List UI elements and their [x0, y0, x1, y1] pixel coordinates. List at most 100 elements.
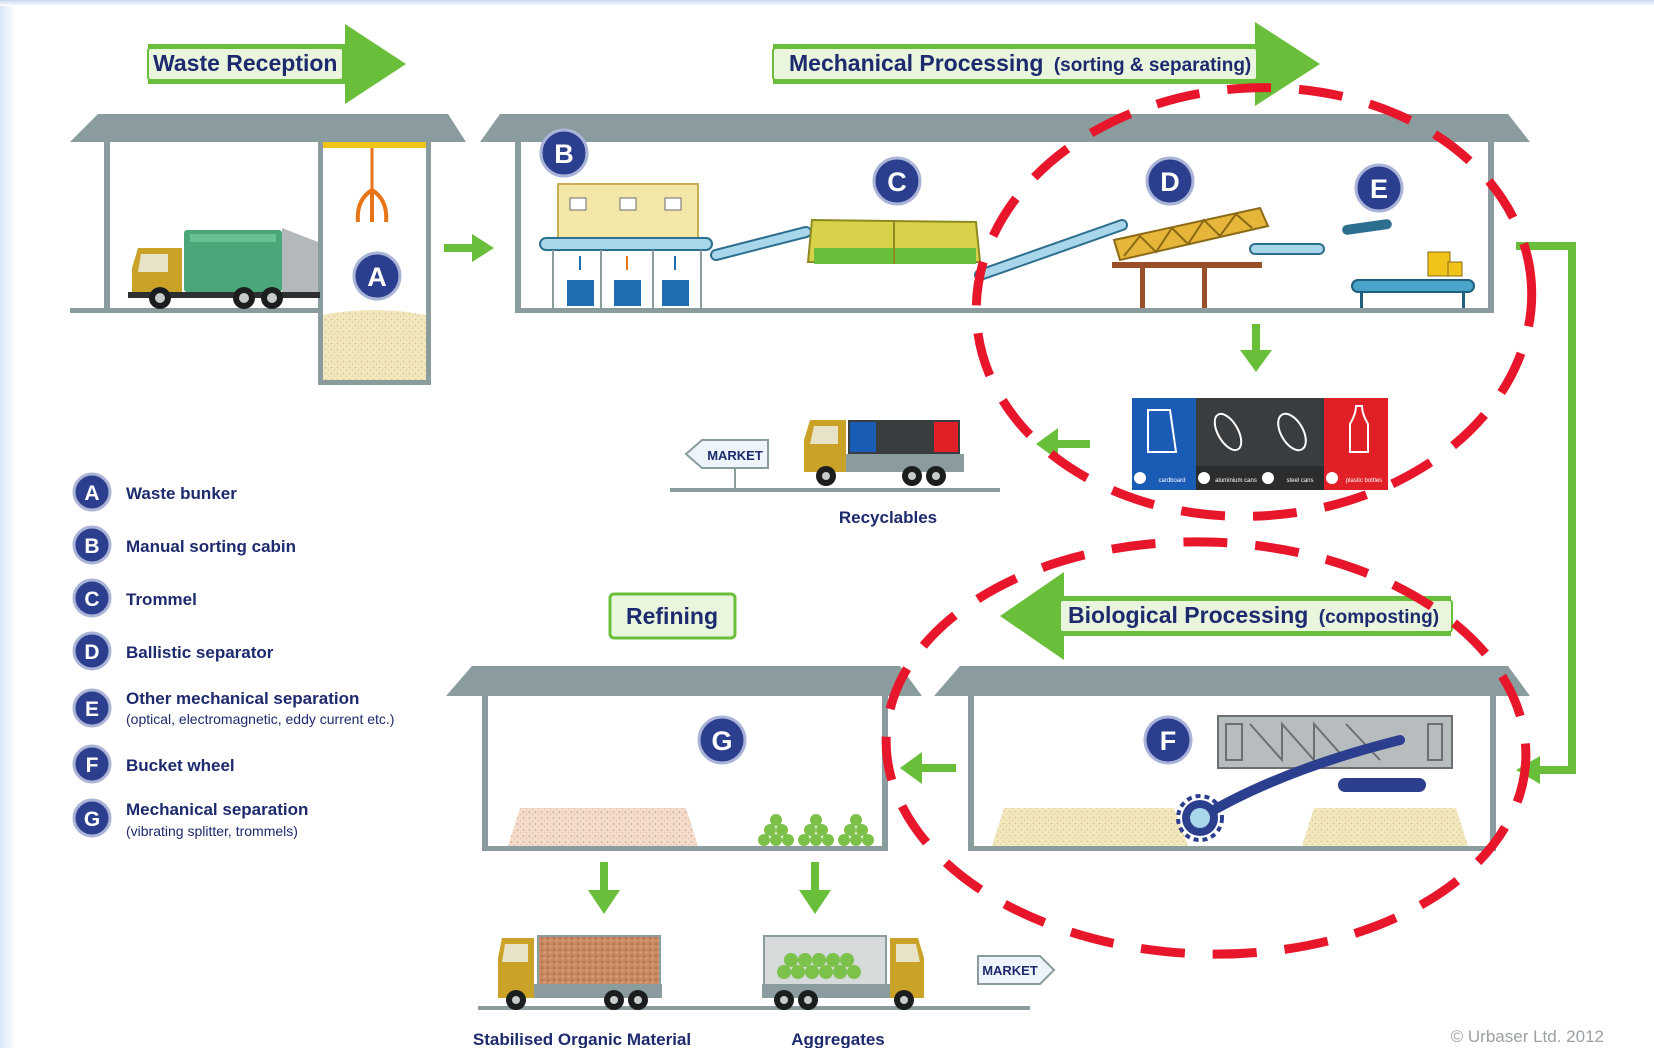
recycle-icon	[1326, 472, 1338, 484]
market-sign-top-label: MARKET	[707, 448, 763, 463]
svg-text:D: D	[84, 641, 99, 664]
svg-text:(optical, electromagnetic, edd: (optical, electromagnetic, eddy current …	[126, 711, 394, 727]
legend-item-b: B Manual sorting cabin	[72, 525, 296, 565]
garbage-truck-icon	[128, 228, 320, 309]
legend-item-g: G Mechanical separation (vibrating split…	[72, 798, 308, 839]
refining-title: Refining	[626, 603, 718, 629]
sorting-cabin-icon	[539, 183, 713, 308]
legend-item-f: F Bucket wheel	[72, 744, 235, 784]
svg-text:E: E	[85, 698, 99, 721]
market-sign-top: MARKET	[684, 439, 769, 488]
legend-item-a: A Waste bunker	[72, 472, 237, 512]
recycle-icon	[1262, 472, 1274, 484]
svg-text:Mechanical separation: Mechanical separation	[126, 800, 308, 819]
svg-text:Trommel: Trommel	[126, 590, 197, 609]
conveyor-belt-1	[710, 226, 812, 261]
copyright-text: © Urbaser Ltd. 2012	[1451, 1027, 1604, 1046]
legend-item-c: C Trommel	[72, 578, 197, 618]
flow-arrow-aggregates-down	[799, 862, 831, 914]
legend-item-d: D Ballistic separator	[72, 631, 274, 671]
waste-reception-arrow: Waste Reception	[147, 24, 406, 104]
marker-f: F	[1143, 715, 1193, 765]
conveyor-belt-3	[1249, 219, 1392, 255]
recycle-icon	[1198, 472, 1210, 484]
flow-arrow-to-recyclables	[1240, 324, 1272, 372]
organic-truck-icon	[478, 935, 1030, 1010]
highlight-ellipses	[881, 83, 1537, 959]
biological-processing-subtitle: (composting)	[1319, 607, 1439, 628]
svg-text:B: B	[554, 139, 574, 169]
refining-building	[446, 666, 922, 851]
waste-reception-title: Waste Reception	[153, 50, 337, 76]
tin-can-icon	[1277, 412, 1307, 452]
mechanical-processing-title: Mechanical Processing	[789, 50, 1043, 76]
svg-text:Manual sorting cabin: Manual sorting cabin	[126, 537, 296, 556]
svg-text:A: A	[367, 262, 387, 292]
recyclables-label: Recyclables	[839, 508, 937, 527]
svg-text:Other mechanical separation: Other mechanical separation	[126, 689, 359, 708]
mechanical-processing-subtitle: (sorting & separating)	[1054, 55, 1251, 76]
legend: A Waste bunker B Manual sorting cabin C …	[72, 472, 394, 839]
refining-label: Refining	[608, 592, 737, 640]
svg-text:G: G	[711, 726, 732, 756]
biological-processing-arrow: Biological Processing (composting)	[1000, 572, 1453, 660]
svg-text:Biological Processing (c: Biological Processing (composting)	[1068, 602, 1439, 628]
conveyor-belt-2	[974, 219, 1128, 281]
marker-g: G	[697, 715, 747, 765]
svg-text:(vibrating splitter, trommels): (vibrating splitter, trommels)	[126, 823, 298, 839]
svg-text:B: B	[84, 535, 99, 558]
separation-conveyor-icon	[1351, 251, 1475, 308]
svg-text:D: D	[1160, 167, 1180, 197]
bin-label-cardboard: cardboard	[1158, 478, 1185, 484]
svg-text:Mechanical Processing (s: Mechanical Processing (sorting & separat…	[789, 50, 1251, 76]
biological-processing-title: Biological Processing	[1068, 602, 1308, 628]
marker-c: C	[872, 156, 922, 206]
svg-text:C: C	[887, 167, 907, 197]
svg-text:A: A	[84, 482, 99, 505]
bucket-wheel-icon	[1176, 715, 1453, 842]
svg-text:Waste bunker: Waste bunker	[126, 484, 237, 503]
bottle-icon	[1349, 405, 1369, 453]
highlight-biological-ellipse	[881, 537, 1531, 959]
marker-a: A	[352, 251, 402, 301]
flow-arrow-recyclables-left	[1036, 428, 1090, 460]
marker-e: E	[1354, 163, 1404, 213]
flow-line-mechanical-to-biological	[1516, 242, 1576, 784]
flow-arrow-reception-to-mechanical	[444, 234, 494, 262]
organic-output-label: Stabilised Organic Material	[473, 1030, 691, 1048]
recyclables-truck-icon	[670, 420, 1000, 492]
svg-text:Ballistic separator: Ballistic separator	[126, 643, 274, 662]
mechanical-processing-arrow: Mechanical Processing (sorting & separat…	[772, 22, 1320, 106]
market-sign-bottom-label: MARKET	[982, 963, 1038, 978]
bin-label-aluminium: aluminium cans	[1215, 478, 1257, 484]
can-icon	[1213, 412, 1243, 452]
bin-label-plastic: plastic bottles	[1346, 478, 1382, 484]
trommel-icon	[806, 218, 982, 264]
carton-icon	[1147, 409, 1178, 453]
ballistic-separator-icon	[1112, 206, 1270, 308]
svg-text:G: G	[84, 808, 100, 831]
frame-top-border	[0, 0, 1654, 6]
aggregates-output-label: Aggregates	[791, 1030, 885, 1048]
svg-text:Bucket wheel: Bucket wheel	[126, 756, 235, 775]
bin-label-steel: steel cans	[1286, 478, 1313, 484]
highlight-mechanical-ellipse	[971, 83, 1537, 521]
svg-text:C: C	[84, 588, 99, 611]
svg-text:E: E	[1370, 174, 1388, 204]
flow-arrow-biological-to-refining	[900, 752, 956, 784]
grab-claw-icon	[355, 148, 389, 223]
market-sign-bottom: MARKET	[977, 955, 1056, 985]
svg-text:F: F	[1160, 726, 1177, 756]
marker-b: B	[539, 128, 589, 178]
reception-building	[70, 114, 466, 385]
recycle-icon	[1134, 472, 1146, 484]
marker-d: D	[1145, 156, 1195, 206]
mechanical-building	[480, 114, 1530, 313]
biological-building	[934, 666, 1530, 851]
svg-text:F: F	[86, 754, 99, 777]
legend-item-e: E Other mechanical separation (optical, …	[72, 688, 394, 728]
recycling-bins: cardboard aluminium cans steel cans plas…	[1132, 398, 1388, 490]
flow-arrow-organic-down	[588, 862, 620, 914]
aggregates-truck-icon	[762, 935, 924, 1010]
